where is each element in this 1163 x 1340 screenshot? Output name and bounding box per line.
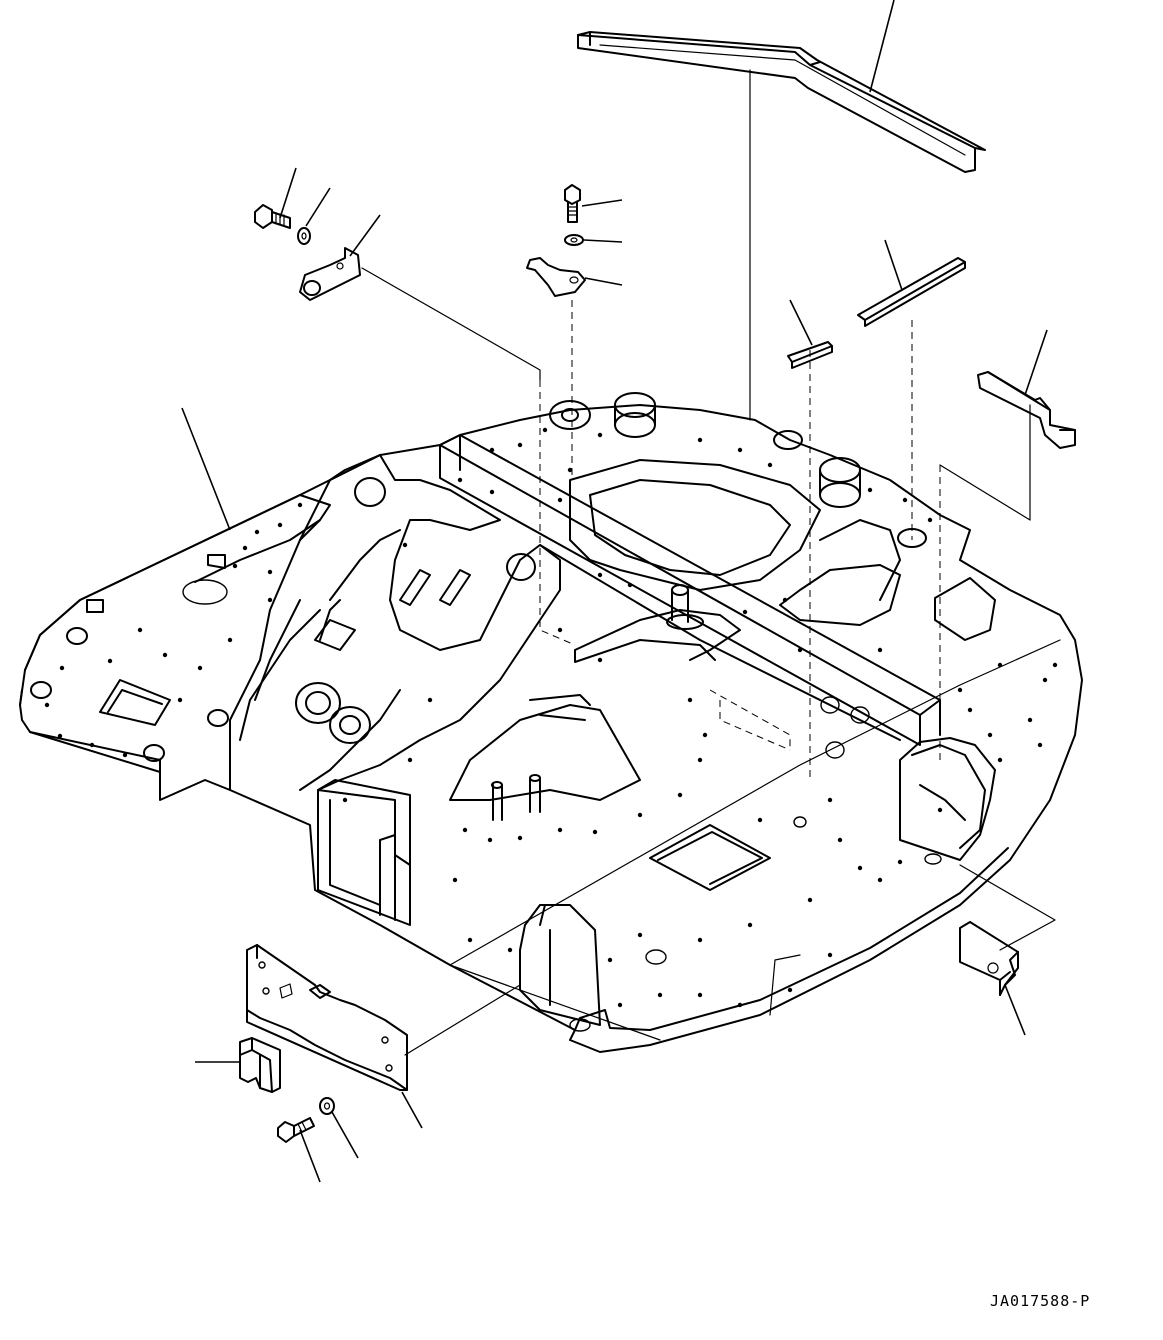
stopper-plate-right [977,371,1076,449]
bracket-center [526,257,586,297]
plate-bottom [246,944,408,1091]
bracket-left [299,247,361,301]
bolt-bottom [277,1117,315,1143]
deck-rivets [44,427,1058,1008]
washer-center [564,234,584,246]
bolt-left [254,204,291,229]
long-bar [857,257,966,327]
drawing-code: JA017588-P [990,1292,1091,1310]
assembly-lines [361,69,1056,1056]
block-right [959,921,1019,996]
washer-bottom [319,1097,335,1115]
short-bar [787,341,833,369]
cover-bar-top [577,31,986,173]
bolt-center [564,184,581,223]
revolving-frame [19,392,1083,1053]
block-left [239,1037,281,1093]
leader-lines [181,0,1048,1183]
washer-left [297,227,311,245]
